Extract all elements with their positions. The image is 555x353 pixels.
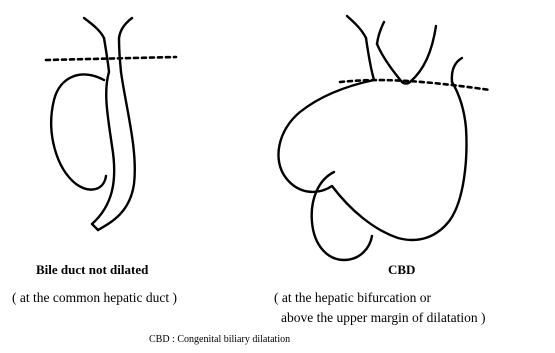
left-panel-subtitle: ( at the common hepatic duct ) (12, 290, 177, 306)
left-hepatic-branch (84, 18, 104, 38)
dilated-cyst-wall (278, 80, 466, 240)
right-panel-subtitle-line2: above the upper margin of dilatation ) (281, 310, 485, 326)
right-hepatic-duct-inner (452, 58, 462, 82)
common-hepatic-duct-left-wall (104, 38, 109, 72)
right-hepatic-branch (119, 18, 132, 38)
bifurcation-top (402, 82, 410, 84)
upper-left-branch (347, 16, 366, 38)
bile-duct-inner-wall (92, 72, 114, 224)
gallbladder (51, 74, 106, 189)
left-panel-title: Bile duct not dilated (36, 262, 148, 278)
abbreviation-footnote: CBD : Congenital biliary dilatation (149, 334, 290, 345)
left-dashed-cut-line (46, 57, 176, 60)
right-panel-subtitle-line1: ( at the hepatic bifurcation or (274, 290, 431, 306)
common-hepatic-duct-right-wall (119, 38, 121, 72)
right-hepatic-duct-outer (410, 26, 436, 82)
left-duct-drawing (46, 18, 176, 230)
bile-duct-outer-wall (98, 72, 135, 230)
right-cbd-drawing (278, 16, 490, 260)
right-panel-title: CBD (388, 262, 415, 278)
bile-duct-tip (92, 224, 98, 230)
gallbladder (312, 172, 372, 260)
left-hepatic-duct-outer (366, 38, 374, 80)
left-hepatic-duct-inner (377, 44, 402, 82)
upper-right-branch (377, 22, 384, 44)
